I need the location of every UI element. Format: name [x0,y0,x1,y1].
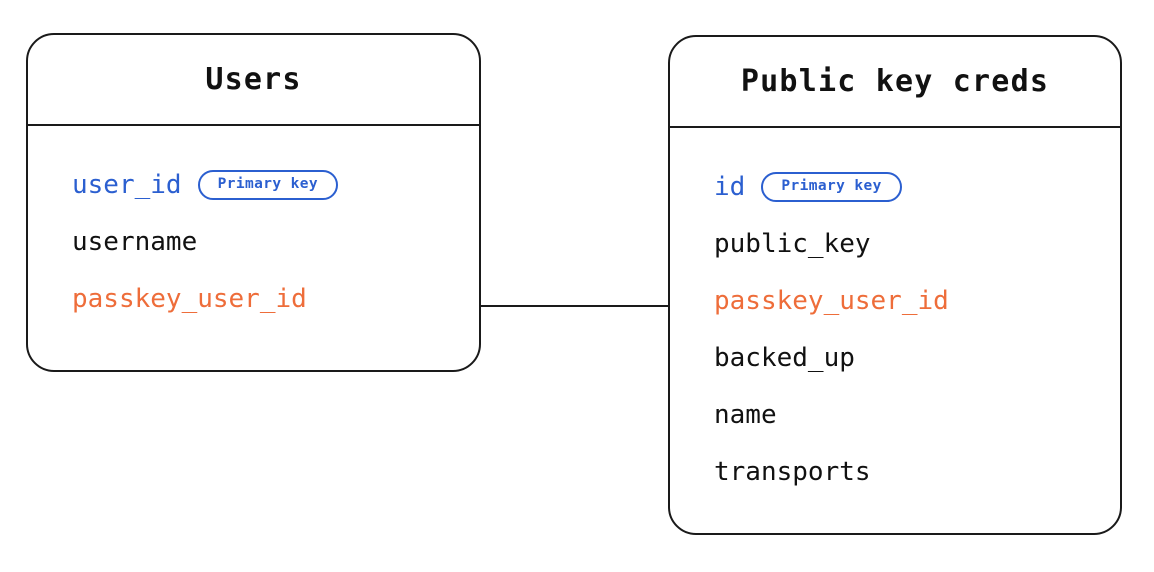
entity-public-key-creds[interactable]: Public key creds id Primary key public_k… [668,35,1122,535]
field-row-id[interactable]: id Primary key [670,158,1120,215]
field-name-username: username [72,226,198,257]
entity-public-key-creds-title: Public key creds [740,63,1050,99]
field-row-name[interactable]: name [670,386,1120,443]
field-row-passkey-user-id[interactable]: passkey_user_id [28,270,479,327]
field-name-backed-up: backed_up [714,342,855,373]
field-name-passkey-user-id: passkey_user_id [72,283,307,314]
entity-users-title: Users [205,61,302,97]
entity-users[interactable]: Users user_id Primary key username passk… [26,33,481,372]
field-name-id: id [714,171,746,202]
primary-key-badge-label: Primary key [217,176,319,193]
field-name-passkey-user-id: passkey_user_id [714,285,949,316]
primary-key-badge-user-id: Primary key [197,169,339,200]
field-name-public-key: public_key [714,228,871,259]
field-row-public-key[interactable]: public_key [670,215,1120,272]
field-name-user-id: user_id [72,169,182,200]
field-name-transports: transports [714,456,871,487]
entity-public-key-creds-field-list: id Primary key public_key passkey_user_i… [670,128,1120,533]
entity-users-header: Users [28,35,479,126]
entity-users-field-list: user_id Primary key username passkey_use… [28,126,479,370]
entity-public-key-creds-header: Public key creds [670,37,1120,128]
primary-key-badge-label: Primary key [781,178,882,195]
field-name-name: name [714,399,777,430]
field-row-transports[interactable]: transports [670,443,1120,500]
primary-key-badge-id: Primary key [761,171,902,202]
field-row-user-id[interactable]: user_id Primary key [28,156,479,213]
relationship-connector-passkey-user-id [481,305,669,307]
field-row-backed-up[interactable]: backed_up [670,329,1120,386]
field-row-passkey-user-id[interactable]: passkey_user_id [670,272,1120,329]
field-row-username[interactable]: username [28,213,479,270]
